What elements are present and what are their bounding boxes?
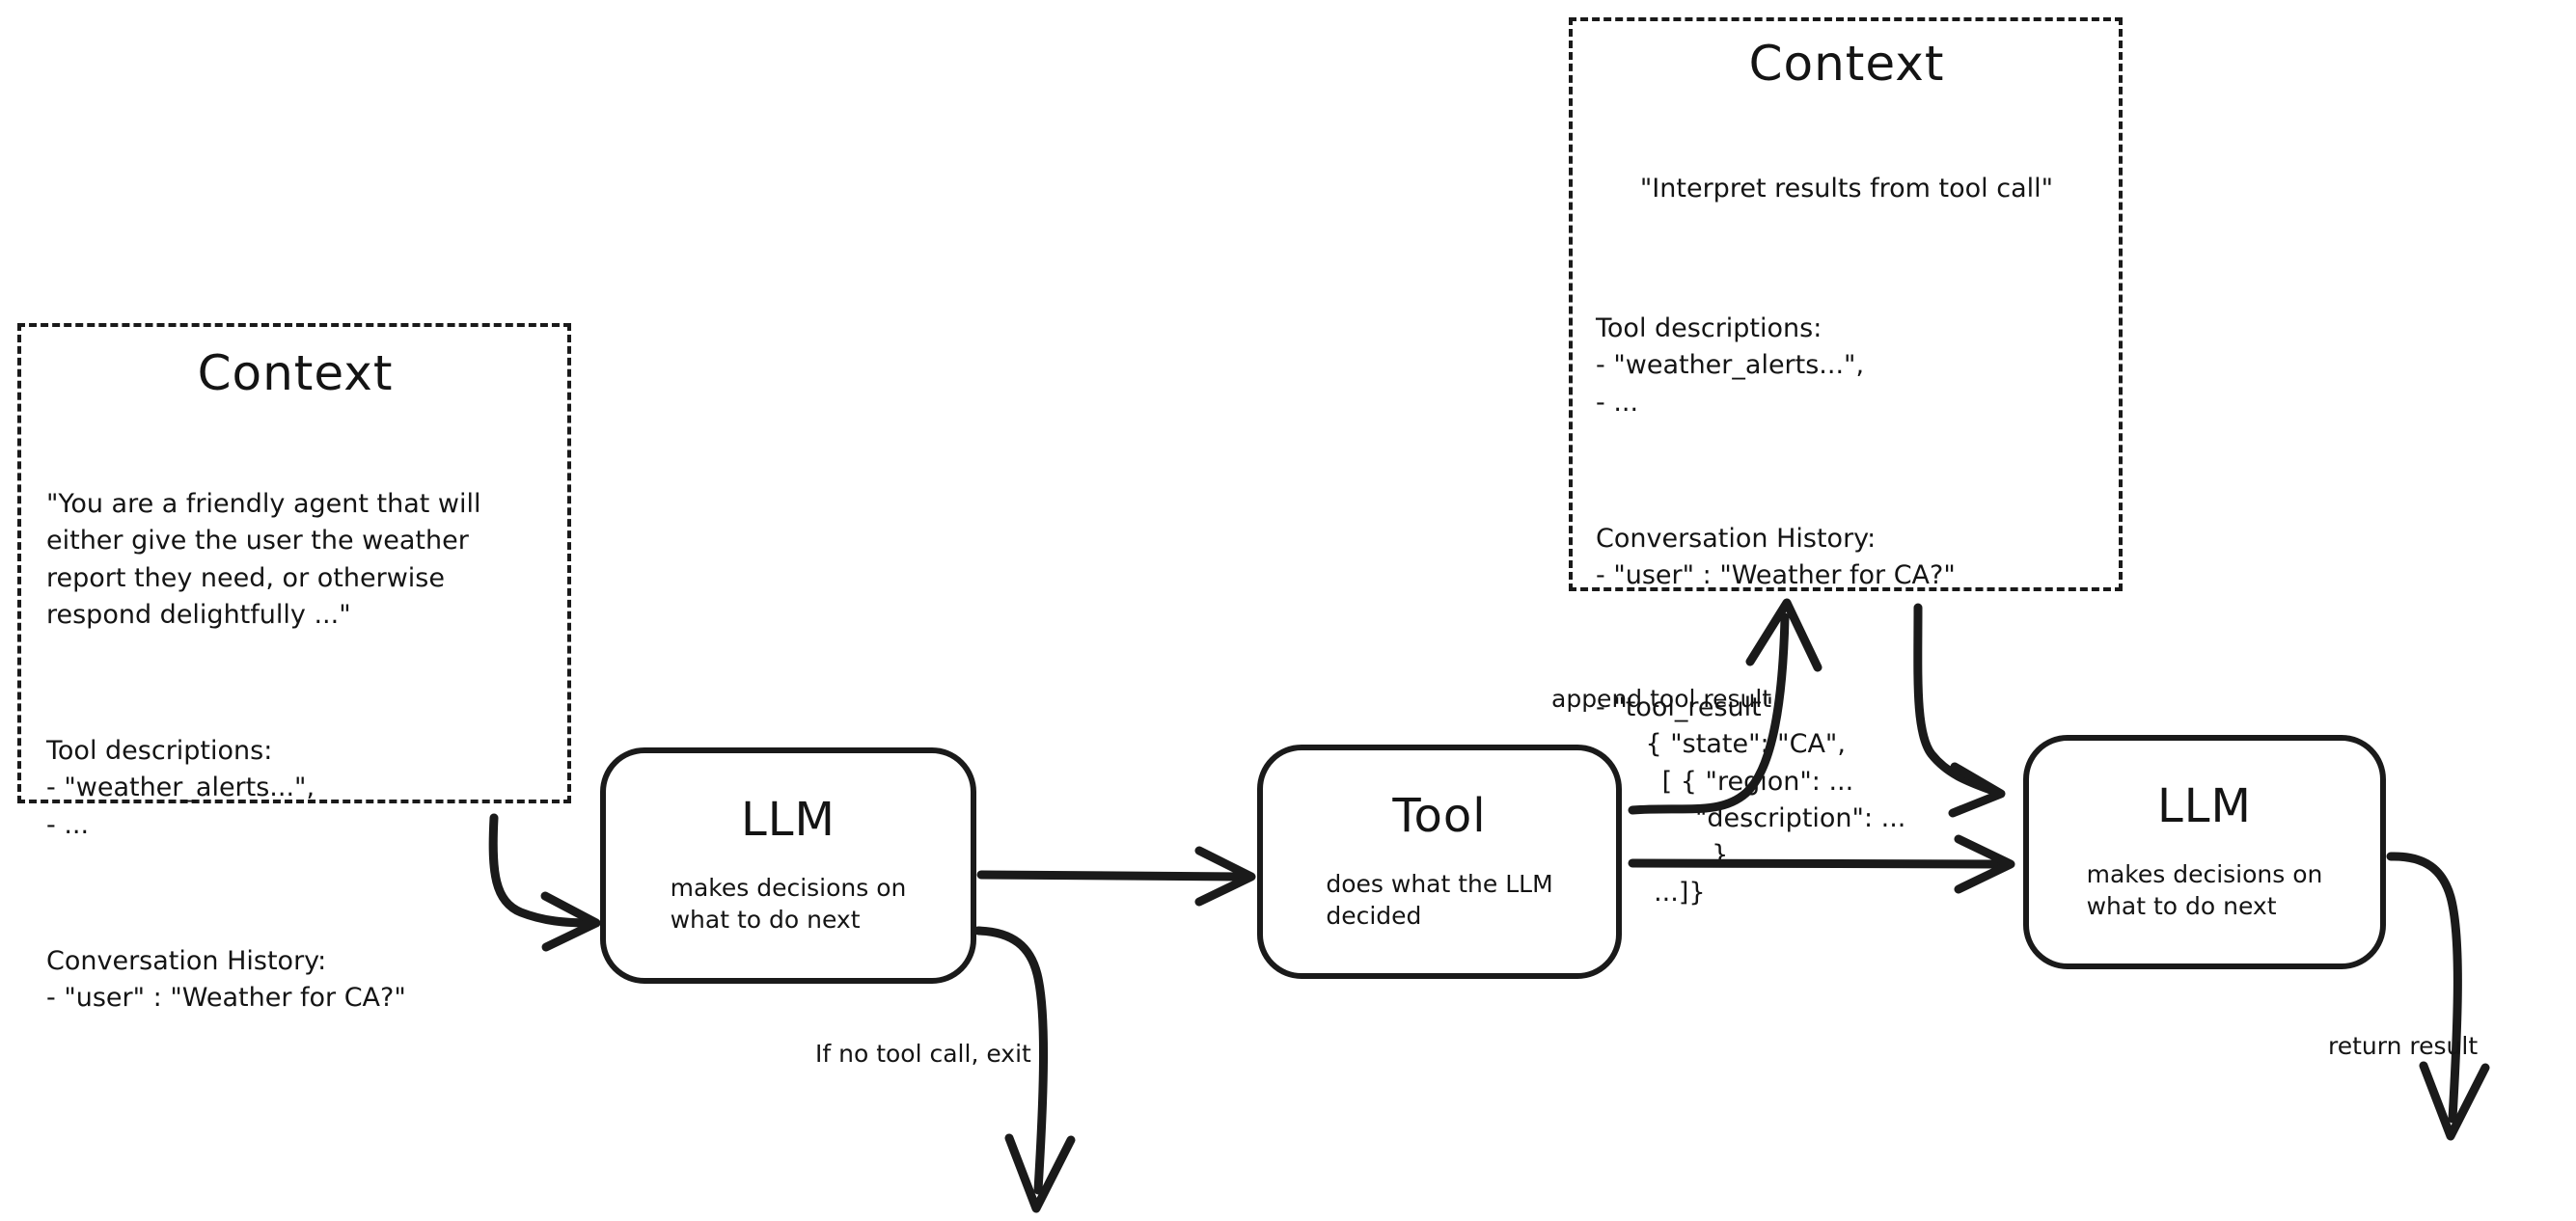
context-left-block-system: "You are a friendly agent that will eith… bbox=[46, 489, 481, 631]
node-llm-1-title: LLM bbox=[741, 792, 836, 847]
arrow-llm1-exit bbox=[973, 926, 1076, 1213]
context-left-block-history: Conversation History: - "user" : "Weathe… bbox=[46, 945, 406, 1014]
node-llm-1-subtitle: makes decisions on what to do next bbox=[670, 873, 907, 934]
context-right-body: "Interpret results from tool call" Tool … bbox=[1596, 97, 2097, 986]
context-left-title: Context bbox=[197, 345, 394, 401]
node-llm-2[interactable]: LLM makes decisions on what to do next bbox=[2023, 735, 2386, 969]
context-right-block-tool-result: - "tool_result": { "state": "CA", [ { "r… bbox=[1596, 692, 1906, 908]
node-llm-2-title: LLM bbox=[2157, 778, 2252, 833]
context-right-block-system: "Interpret results from tool call" bbox=[1639, 174, 2054, 204]
context-box-right: Context "Interpret results from tool cal… bbox=[1569, 17, 2123, 908]
edge-label-return-result: return result bbox=[2328, 1032, 2479, 1060]
context-left-body: "You are a friendly agent that will eith… bbox=[46, 413, 544, 1092]
context-right-block-tools: Tool descriptions: - "weather_alerts..."… bbox=[1596, 313, 1865, 418]
node-tool-title: Tool bbox=[1392, 788, 1487, 843]
context-right-block-history: Conversation History: - "user" : "Weathe… bbox=[1596, 523, 1956, 591]
context-left-block-tools: Tool descriptions: - "weather_alerts..."… bbox=[46, 736, 315, 840]
node-tool-subtitle: does what the LLM decided bbox=[1326, 869, 1553, 930]
node-llm-1[interactable]: LLM makes decisions on what to do next bbox=[600, 747, 976, 984]
edge-label-append-tool-result: append tool result bbox=[1551, 685, 1772, 713]
arrow-llm2-return bbox=[2386, 852, 2490, 1141]
context-box-left: Context "You are a friendly agent that w… bbox=[17, 323, 571, 1013]
context-right-title: Context bbox=[1748, 36, 1945, 92]
arrow-llm1-to-tool bbox=[976, 846, 1256, 907]
node-llm-2-subtitle: makes decisions on what to do next bbox=[2086, 859, 2323, 920]
edge-label-no-tool-call-exit: If no tool call, exit bbox=[815, 1040, 1031, 1068]
node-tool[interactable]: Tool does what the LLM decided bbox=[1257, 745, 1622, 979]
